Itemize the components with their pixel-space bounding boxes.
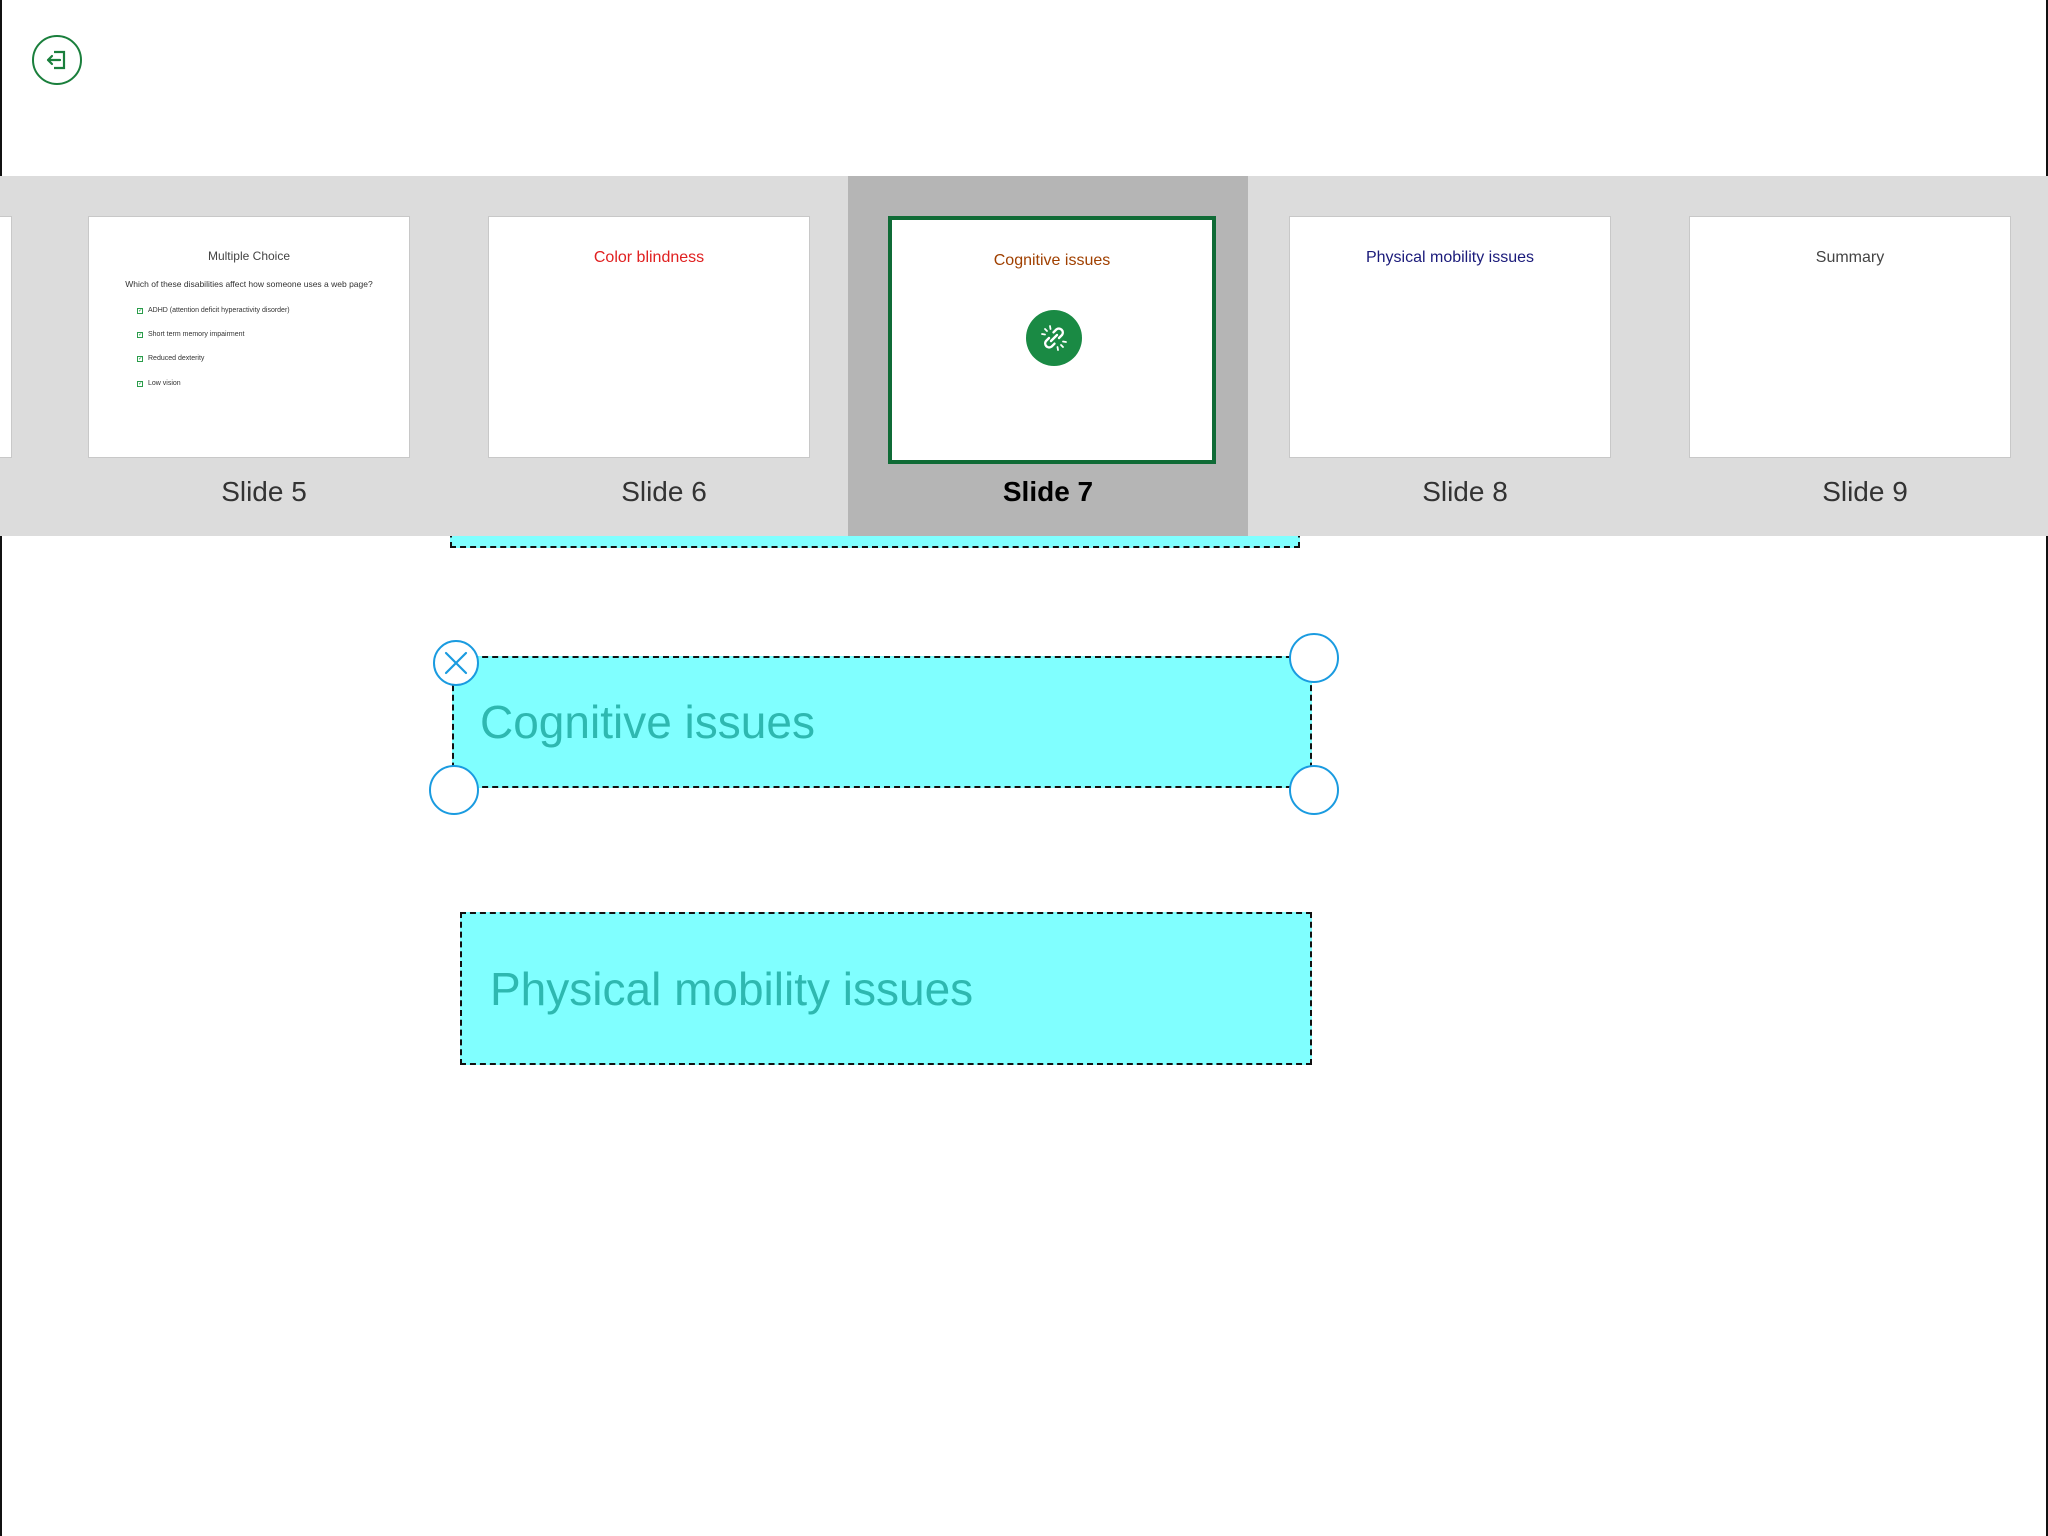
- checkbox-icon: ✓: [137, 355, 144, 362]
- slide-9[interactable]: Summary Slide 9: [1665, 176, 2048, 536]
- text-box-selected[interactable]: Cognitive issues: [452, 656, 1312, 788]
- slide-5-question: Which of these disabilities affect how s…: [125, 279, 373, 289]
- slide-9-title: Summary: [1815, 249, 1885, 266]
- slide-6-label: Slide 6: [621, 476, 707, 507]
- slide-6-title: Color blindness: [593, 249, 705, 266]
- slide-5[interactable]: Multiple Choice Which of these disabilit…: [64, 176, 464, 536]
- slide-5-title: Multiple Choice: [207, 249, 291, 263]
- slide-9-label: Slide 9: [1822, 476, 1908, 507]
- exit-button[interactable]: [32, 35, 82, 85]
- slide-9-thumbnail: Summary: [1689, 216, 2011, 458]
- slide-7-title: Cognitive issues: [993, 252, 1111, 269]
- checkbox-icon: ✓: [137, 331, 144, 338]
- close-icon: [444, 651, 468, 675]
- text-box-bottom[interactable]: Physical mobility issues: [460, 912, 1312, 1065]
- text-box-selected-label: Cognitive issues: [480, 696, 815, 748]
- resize-handle-bottom-left[interactable]: [429, 765, 479, 815]
- resize-handle-top-right[interactable]: [1289, 633, 1339, 683]
- slide-7-label: Slide 7: [1002, 476, 1094, 507]
- slide-6-thumbnail: Color blindness: [488, 216, 810, 458]
- checkbox-icon: ✓: [137, 380, 144, 387]
- slide-5-option: ✓ADHD (attention deficit hyperactivity d…: [137, 307, 290, 314]
- right-window-edge: [2046, 0, 2048, 1536]
- slide-6[interactable]: Color blindness Slide 6: [464, 176, 864, 536]
- slide-8-label: Slide 8: [1422, 476, 1508, 507]
- slide-5-thumbnail: Multiple Choice Which of these disabilit…: [88, 216, 410, 458]
- slide-thumbnail: [0, 216, 12, 458]
- slide-8-title: Physical mobility issues: [1365, 249, 1535, 266]
- link-badge: [1026, 310, 1082, 366]
- checkbox-icon: ✓: [137, 307, 144, 314]
- resize-handle-bottom-right[interactable]: [1289, 765, 1339, 815]
- slide-5-option: ✓Reduced dexterity: [137, 355, 205, 362]
- text-box-bottom-label: Physical mobility issues: [490, 962, 974, 1015]
- slide-7[interactable]: Cognitive issues Slide 7: [848, 176, 1248, 536]
- slide-8-thumbnail: Physical mobility issues: [1289, 216, 1611, 458]
- delete-box-button[interactable]: [433, 640, 479, 686]
- slide-5-option: ✓Short term memory impairment: [137, 331, 245, 338]
- slide-5-label: Slide 5: [221, 476, 307, 507]
- exit-icon: [46, 50, 66, 70]
- link-icon: [1041, 325, 1067, 351]
- slide-5-option: ✓Low vision: [137, 380, 181, 387]
- slide-7-thumbnail: Cognitive issues: [888, 216, 1216, 464]
- slide-strip[interactable]: Multiple Choice Which of these disabilit…: [0, 176, 2048, 536]
- slide-8[interactable]: Physical mobility issues Slide 8: [1265, 176, 1665, 536]
- left-window-edge: [0, 0, 2, 1536]
- slide-thumb-partial[interactable]: [0, 176, 12, 536]
